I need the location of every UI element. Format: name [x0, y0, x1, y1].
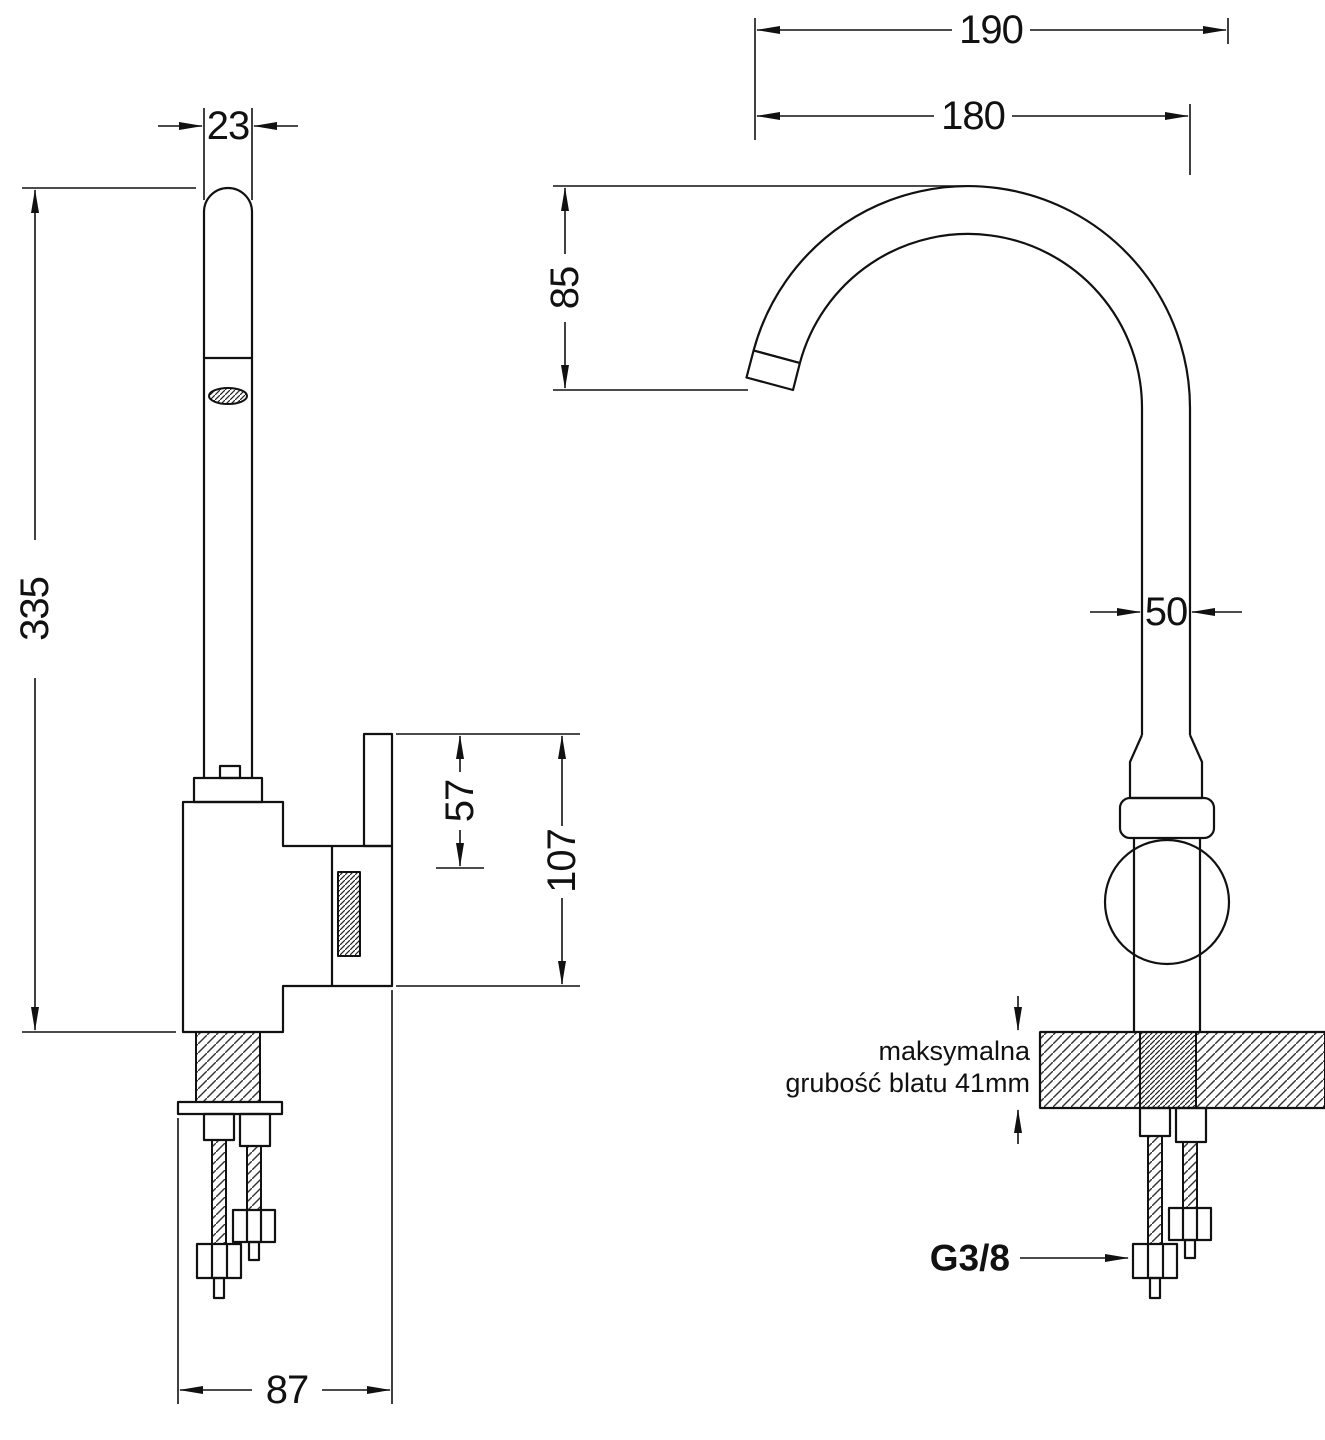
front-spout-outer — [752, 185, 1192, 735]
dimension-body-height: 107 — [396, 735, 584, 987]
front-mounting-hardware — [1131, 1106, 1213, 1300]
side-collar — [192, 776, 264, 804]
dim-label-335: 335 — [13, 577, 57, 641]
dim-label-50: 50 — [1145, 590, 1188, 634]
thread-size-callout: G3/8 — [930, 1238, 1129, 1279]
side-base-plate — [176, 1100, 284, 1116]
dimension-handle-height: 57 — [396, 733, 580, 869]
dimension-base-depth: 87 — [177, 990, 393, 1412]
front-threaded-shank — [1139, 1031, 1197, 1109]
faucet-front-view — [745, 185, 1325, 1300]
side-threaded-shank — [195, 1031, 261, 1103]
dim-label-180: 180 — [941, 94, 1005, 138]
dimension-reach-outer: 190 — [754, 8, 1229, 140]
front-hex-nut-upper — [1167, 1206, 1213, 1242]
front-aerator — [745, 349, 801, 392]
note-line2: grubość blatu 41mm — [785, 1068, 1030, 1098]
side-handle — [362, 732, 394, 848]
front-hex-nut-lower — [1131, 1242, 1179, 1280]
side-hex-nut-upper — [231, 1208, 277, 1244]
dim-label-85: 85 — [543, 267, 587, 310]
side-aerator — [208, 387, 248, 405]
dim-label-107: 107 — [540, 829, 584, 893]
front-spout-inner — [798, 232, 1144, 735]
dim-label-87: 87 — [266, 1368, 309, 1412]
front-handle-ball — [1103, 838, 1231, 966]
dimension-spout-drop: 85 — [543, 185, 970, 391]
faucet-side-view — [176, 186, 394, 1300]
side-mounting-hardware — [195, 1112, 277, 1300]
dimension-reach-inner: 180 — [756, 94, 1191, 175]
side-cartridge-hatch — [337, 871, 361, 957]
note-line1: maksymalna — [878, 1036, 1031, 1066]
countertop — [1038, 1030, 1325, 1110]
side-hex-nut-lower — [195, 1242, 243, 1280]
thread-size-label: G3/8 — [930, 1238, 1010, 1279]
dim-label-190: 190 — [959, 8, 1023, 52]
side-collar-notch — [218, 764, 242, 780]
dim-label-23: 23 — [207, 104, 250, 148]
front-collar — [1128, 734, 1204, 800]
dimension-column-width: 50 — [1090, 590, 1242, 634]
side-spout-pipe — [202, 186, 254, 778]
dim-label-57: 57 — [438, 780, 482, 823]
front-handle-lever — [1118, 796, 1216, 840]
countertop-thickness-note: maksymalna grubość blatu 41mm — [785, 996, 1031, 1144]
dimension-total-height: 335 — [13, 187, 196, 1033]
dimension-spout-pipe-width: 23 — [158, 104, 298, 200]
dim-50-text-mask — [1144, 590, 1188, 634]
